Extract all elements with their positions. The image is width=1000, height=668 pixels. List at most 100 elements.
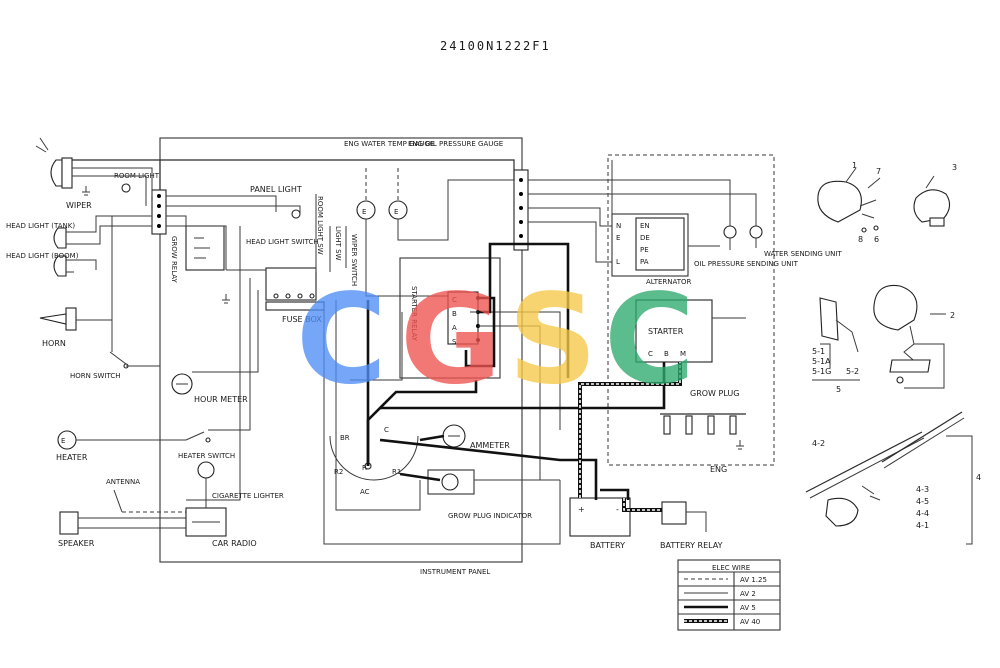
heater-switch: [185, 431, 211, 443]
head-light-boom-label: HEAD LIGHT (BOOM): [6, 252, 79, 260]
head-light-switch-label: HEAD LIGHT SWITCH: [246, 238, 319, 246]
water-temp-gauge: E: [356, 200, 376, 220]
part-label: 4-3: [916, 485, 929, 494]
svg-text:+: +: [578, 505, 585, 514]
svg-text:B: B: [664, 350, 669, 358]
wires-thin: [72, 159, 757, 545]
cigarette-lighter: [197, 461, 215, 508]
fuse-box-label: FUSE BOX: [282, 315, 322, 324]
speaker: [59, 511, 186, 535]
glow-plug-indicator: [427, 469, 475, 495]
svg-text:-: -: [616, 505, 619, 514]
head-light-boom: [53, 255, 74, 277]
svg-text:C: C: [648, 350, 653, 358]
watermark-letter: S: [508, 268, 597, 412]
panel-light: [291, 209, 301, 219]
elec-wire-size: AV 5: [740, 604, 756, 612]
hour-meter: [171, 373, 193, 395]
cigarette-lighter-label: CIGARETTE LIGHTER: [212, 492, 284, 500]
horn-switch: [109, 351, 129, 369]
svg-text:A: A: [452, 324, 457, 332]
battery-relay: [661, 501, 687, 525]
battery: + -: [569, 497, 631, 537]
svg-text:L: L: [616, 258, 620, 266]
svg-text:R1: R1: [392, 468, 401, 476]
right-connector: [513, 169, 529, 251]
watermark-letter: G: [400, 268, 502, 412]
part-label: 5-1A: [812, 357, 831, 366]
ammeter: [442, 424, 466, 448]
svg-text:DE: DE: [640, 234, 650, 242]
part-label: 4-1: [916, 521, 929, 530]
starter-label: STARTER: [648, 327, 684, 336]
part-label: 8: [858, 235, 863, 244]
wiper-label: WIPER: [66, 201, 92, 210]
elec-wire-size: AV 2: [740, 590, 756, 598]
wires-heavy: [366, 242, 666, 500]
panel-light-label: PANEL LIGHT: [250, 185, 302, 194]
watermark-letter: C: [604, 268, 695, 412]
ammeter-label: AMMETER: [470, 441, 510, 450]
part-label: 4-4: [916, 509, 929, 518]
part-label: 4-5: [916, 497, 929, 506]
svg-text:B: B: [452, 310, 457, 318]
left-connector: [151, 189, 167, 235]
light-sw-label: LIGHT SW: [334, 226, 342, 261]
part-label: 5-1G: [812, 367, 831, 376]
eng-label: ENG: [710, 465, 727, 474]
horn-switch-label: HORN SWITCH: [70, 372, 121, 380]
elec-wire-legend: ELEC WIRE AV 1.25 AV 2 AV 5 AV 40: [677, 559, 781, 631]
glow-relay-label: GROW RELAY: [170, 236, 178, 284]
part-5-bracket: [819, 297, 859, 368]
water-sending-unit-label: WATER SENDING UNIT: [764, 250, 842, 258]
part-4-wiper: [805, 411, 973, 545]
alternator-label: ALTERNATOR: [646, 278, 692, 286]
alternator: EN DE PE PA N E L: [611, 213, 689, 277]
svg-text:C: C: [452, 296, 457, 304]
heater-label: HEATER: [56, 453, 88, 462]
part-label: 4: [976, 473, 981, 482]
svg-text:N: N: [616, 222, 621, 230]
svg-text:E: E: [616, 234, 620, 242]
oil-pressure-gauge: E: [388, 200, 408, 220]
battery-relay-label: BATTERY RELAY: [660, 541, 723, 550]
instrument-panel-label: INSTRUMENT PANEL: [420, 568, 490, 576]
elec-wire-size: AV 1.25: [740, 576, 767, 584]
part-label: 5-1: [812, 347, 825, 356]
eng-water-temp-gauge-label: ENG WATER TEMP GAUGE: [344, 140, 434, 148]
water-sending-unit: [749, 225, 763, 248]
svg-text:PE: PE: [640, 246, 649, 254]
hour-meter-label: HOUR METER: [194, 395, 248, 404]
watermark-letter: C: [296, 268, 387, 412]
drawing-code: 24100N1222F1: [440, 39, 551, 53]
car-radio: [185, 507, 227, 537]
part-label: 5: [836, 385, 841, 394]
eng-oil-pressure-gauge-label: ENG OIL PRESSURE GAUGE: [408, 140, 503, 148]
svg-text:S: S: [452, 338, 457, 346]
svg-text:E: E: [61, 437, 65, 445]
antenna-label: ANTENNA: [106, 478, 140, 486]
instrument-panel-frame: [159, 137, 523, 563]
car-radio-label: CAR RADIO: [212, 539, 257, 548]
glow-relay: [185, 225, 225, 271]
horn: [39, 307, 77, 331]
room-light: [121, 183, 131, 193]
part-label: 3: [952, 163, 957, 172]
elec-wire-title: ELEC WIRE: [712, 564, 750, 572]
svg-text:R2: R2: [334, 468, 343, 476]
part-label: 4-2: [812, 439, 825, 448]
part-label: 2: [950, 311, 955, 320]
heater-switch-label: HEATER SWITCH: [178, 452, 235, 460]
oil-pressure-sending-unit-label: OIL PRESSURE SENDING UNIT: [694, 260, 799, 268]
svg-text:C: C: [384, 426, 389, 434]
glow-plug-label: GROW PLUG: [690, 389, 739, 398]
horn-label: HORN: [42, 339, 66, 348]
svg-text:M: M: [680, 350, 686, 358]
wires-cable: [578, 362, 682, 512]
head-light-tank: [53, 227, 74, 249]
room-light-sw-label: ROOM LIGHT SW: [316, 196, 324, 255]
glow-plug-indicator-label: GROW PLUG INDICATOR: [448, 512, 532, 520]
heater: E: [57, 430, 96, 450]
key-switch: BR C R R2 R1 AC: [329, 426, 419, 496]
svg-text:PA: PA: [640, 258, 649, 266]
